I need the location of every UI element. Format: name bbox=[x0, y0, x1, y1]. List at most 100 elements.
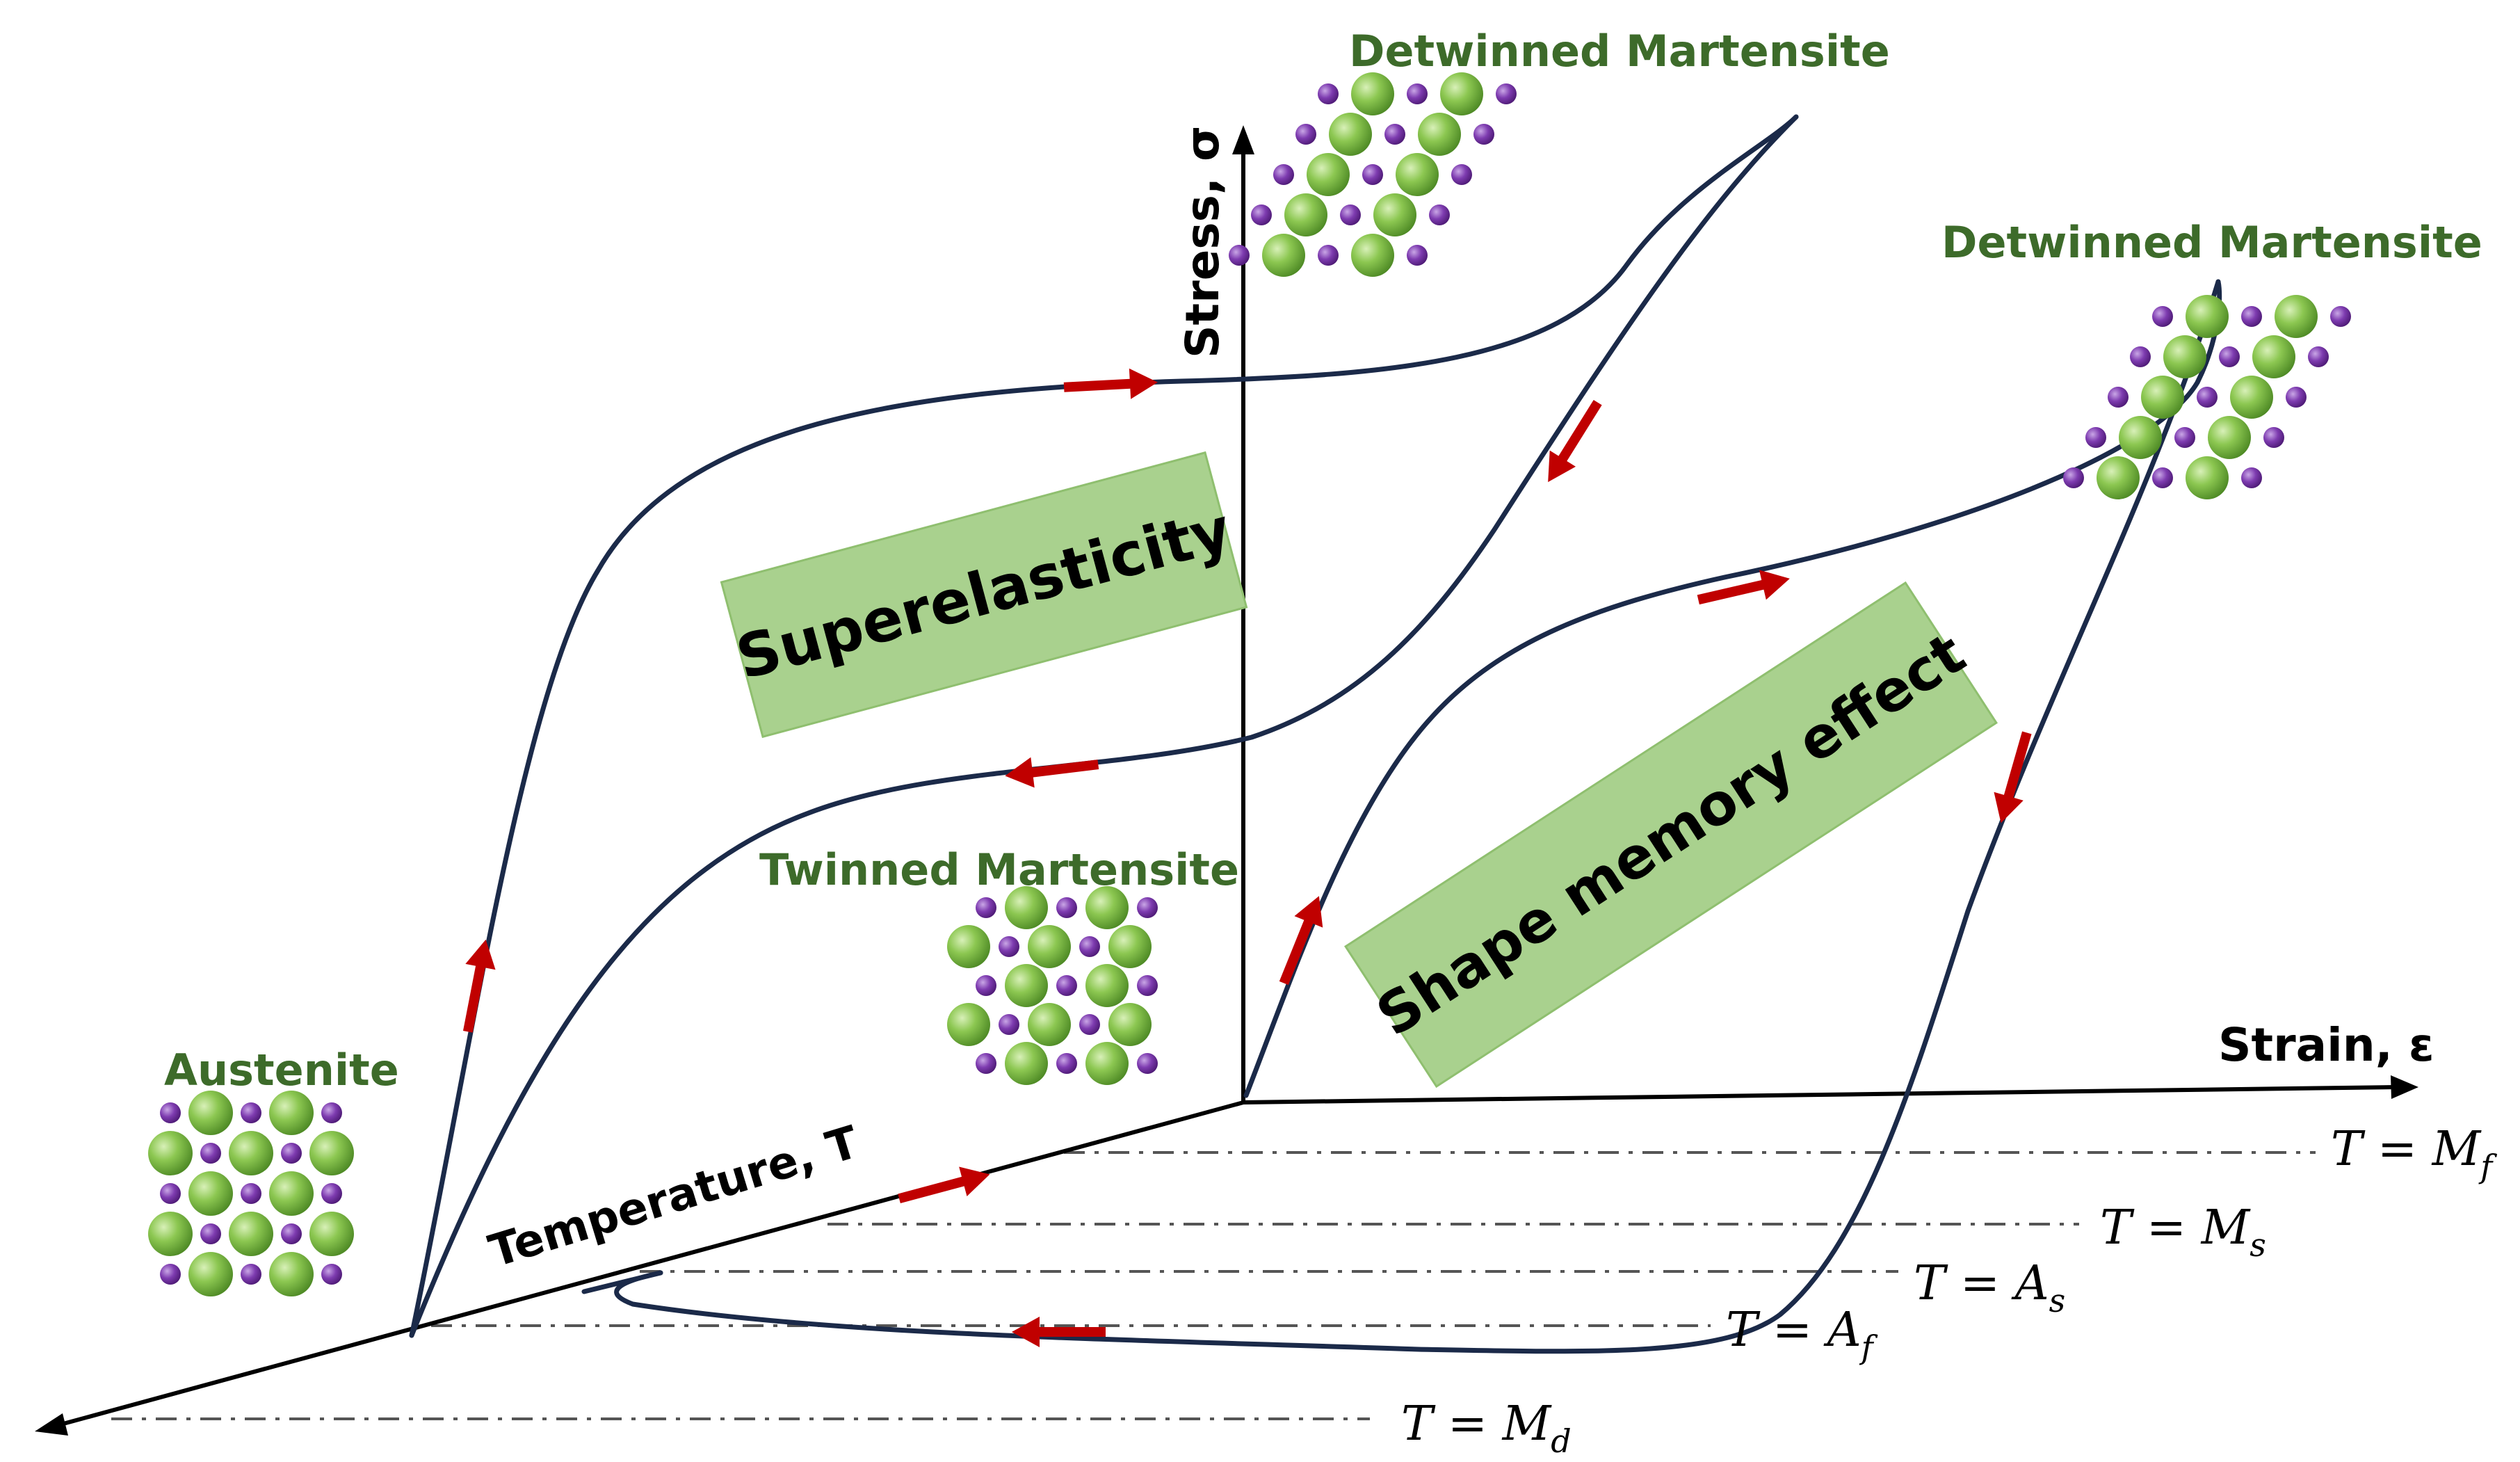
large-atom bbox=[2252, 335, 2295, 378]
small-atom bbox=[1137, 1053, 1158, 1074]
large-atom bbox=[1440, 72, 1483, 115]
large-atom bbox=[1284, 193, 1327, 236]
small-atom bbox=[1229, 245, 1250, 266]
large-atom bbox=[1351, 234, 1394, 277]
small-atom bbox=[1056, 975, 1077, 996]
large-atom bbox=[1085, 1042, 1129, 1085]
large-atom bbox=[188, 1171, 233, 1216]
small-atom bbox=[1362, 164, 1383, 185]
large-atom bbox=[1108, 925, 1152, 968]
small-atom bbox=[2263, 427, 2284, 448]
direction-arrows bbox=[462, 368, 2032, 1347]
temperature-axis-label: Temperature, T bbox=[483, 1116, 864, 1278]
small-atom bbox=[321, 1183, 342, 1204]
temp-label-ms: T = Ms bbox=[2100, 1200, 2266, 1264]
small-atom bbox=[2108, 387, 2129, 408]
detwinned-martensite-lattice-icon-1 bbox=[1229, 72, 1517, 277]
small-atom bbox=[976, 897, 996, 918]
large-atom bbox=[2119, 416, 2162, 459]
temp-label-as: T = As bbox=[1914, 1256, 2065, 1319]
large-atom bbox=[1005, 964, 1048, 1007]
large-atom bbox=[1005, 886, 1048, 929]
large-atom bbox=[2208, 416, 2251, 459]
small-atom bbox=[1079, 936, 1100, 957]
large-atom bbox=[269, 1171, 314, 1216]
large-atom bbox=[2163, 335, 2206, 378]
small-atom bbox=[200, 1143, 221, 1164]
small-atom bbox=[1429, 204, 1450, 225]
stress-axis-label: Stress, σ bbox=[1176, 126, 1229, 358]
strain-axis-label: Strain, ε bbox=[2218, 1018, 2434, 1072]
small-atom bbox=[2219, 346, 2240, 367]
strain-axis bbox=[1243, 1085, 2396, 1104]
large-atom bbox=[1396, 153, 1439, 196]
small-atom bbox=[999, 936, 1019, 957]
superelastic-unloading-curve bbox=[409, 114, 1799, 1338]
small-atom bbox=[1318, 245, 1339, 266]
small-atom bbox=[1318, 83, 1339, 104]
small-atom bbox=[1407, 245, 1428, 266]
arrow-loading-austenite bbox=[462, 939, 496, 1033]
strain-axis-arrowhead bbox=[2391, 1075, 2418, 1099]
small-atom bbox=[976, 975, 996, 996]
large-atom bbox=[1028, 925, 1071, 968]
arrow-sme-loading-low bbox=[1279, 896, 1323, 986]
small-atom bbox=[976, 1053, 996, 1074]
arrow-sme-unloading bbox=[1994, 731, 2032, 824]
sme-loading-curve bbox=[1243, 279, 2222, 1098]
small-atom bbox=[200, 1223, 221, 1244]
small-atom bbox=[321, 1102, 342, 1123]
sme-recovery-tick bbox=[581, 1270, 663, 1294]
small-atom bbox=[241, 1183, 261, 1204]
shape-memory-label: Shape memory effect bbox=[1366, 620, 1977, 1050]
small-atom bbox=[2308, 346, 2329, 367]
shape-memory-box: Shape memory effect bbox=[1344, 581, 1998, 1089]
large-atom bbox=[1262, 234, 1305, 277]
arrow-temperature-axis bbox=[898, 1166, 990, 1204]
large-atom bbox=[2230, 376, 2273, 419]
large-atom bbox=[269, 1252, 314, 1296]
small-atom bbox=[1496, 83, 1517, 104]
small-atom bbox=[2241, 306, 2262, 327]
small-atom bbox=[2174, 427, 2195, 448]
small-atom bbox=[160, 1183, 181, 1204]
temp-label-mf: T = Mf bbox=[2331, 1122, 2497, 1185]
small-atom bbox=[1295, 124, 1316, 145]
small-atom bbox=[2241, 467, 2262, 488]
large-atom bbox=[2097, 456, 2140, 499]
small-atom bbox=[321, 1264, 342, 1285]
detwinned-martensite-lattice-icon-2 bbox=[2063, 295, 2351, 499]
small-atom bbox=[160, 1102, 181, 1123]
small-atom bbox=[2063, 467, 2084, 488]
arrow-heating-return bbox=[1012, 1317, 1106, 1347]
large-atom bbox=[269, 1091, 314, 1135]
temperature-axis bbox=[55, 1100, 1244, 1428]
temperature-lines bbox=[111, 1151, 2316, 1420]
detwinned-martensite-label-1: Detwinned Martensite bbox=[1349, 26, 1890, 77]
large-atom bbox=[2275, 295, 2318, 338]
large-atom bbox=[2186, 456, 2229, 499]
austenite-lattice-icon bbox=[148, 1091, 354, 1296]
large-atom bbox=[1329, 113, 1372, 156]
large-atom bbox=[1085, 886, 1129, 929]
small-atom bbox=[241, 1102, 261, 1123]
large-atom bbox=[1085, 964, 1129, 1007]
small-atom bbox=[1384, 124, 1405, 145]
twinned-martensite-lattice-icon bbox=[947, 886, 1158, 1085]
axes bbox=[35, 125, 2418, 1436]
small-atom bbox=[281, 1223, 302, 1244]
large-atom bbox=[1351, 72, 1394, 115]
small-atom bbox=[1251, 204, 1272, 225]
detwinned-martensite-label-2: Detwinned Martensite bbox=[1941, 217, 2482, 268]
small-atom bbox=[1056, 1053, 1077, 1074]
small-atom bbox=[1137, 975, 1158, 996]
small-atom bbox=[2152, 467, 2173, 488]
large-atom bbox=[1005, 1042, 1048, 1085]
large-atom bbox=[1373, 193, 1416, 236]
curves bbox=[409, 114, 2222, 1354]
small-atom bbox=[1273, 164, 1294, 185]
temp-label-af: T = Af bbox=[1726, 1303, 1878, 1366]
arrow-unloading-high bbox=[1548, 399, 1602, 483]
large-atom bbox=[309, 1131, 354, 1175]
sme-unloading-curve bbox=[614, 279, 2221, 1354]
